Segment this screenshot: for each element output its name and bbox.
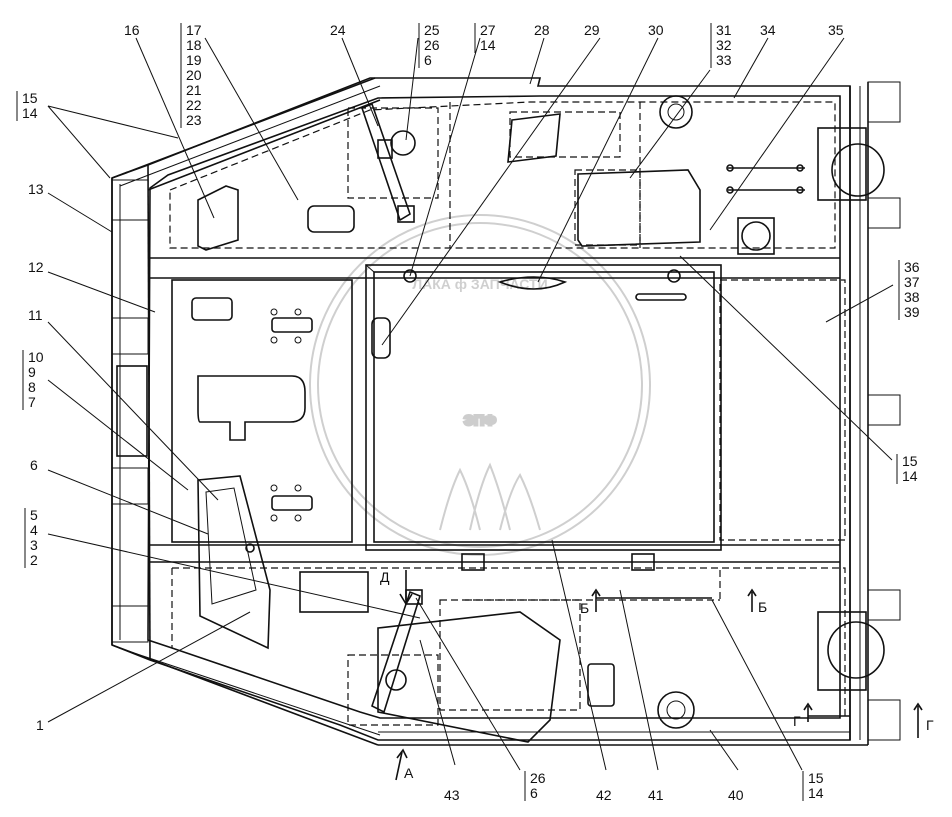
section-markers: [395, 570, 923, 781]
callout-number: 25: [424, 22, 440, 38]
callout-c11: 11: [28, 307, 43, 323]
section-letter-d: Д: [380, 569, 390, 585]
callout-c1: 1: [36, 717, 44, 733]
callout-number: 18: [186, 37, 202, 53]
callout-number: 33: [716, 52, 732, 68]
callout-number: 6: [30, 457, 38, 473]
callout-number: 15: [22, 90, 38, 106]
callout-c43: 43: [444, 787, 460, 803]
section-letters: А Д Б Б Г Г: [380, 569, 934, 781]
section-letter-a: А: [404, 765, 414, 781]
callout-c42: 42: [596, 787, 612, 803]
section-letter-b-left: Б: [580, 600, 589, 616]
callout-number: 26: [530, 770, 546, 786]
callout-number: 22: [186, 97, 202, 113]
callout-c40: 40: [728, 787, 744, 803]
callout-number: 36: [904, 259, 920, 275]
callout-number: 27: [480, 22, 496, 38]
callout-number: 14: [808, 785, 824, 801]
callout-number: 8: [28, 379, 36, 395]
callout-c16: 16: [124, 22, 140, 38]
callout-number: 17: [186, 22, 202, 38]
callout-number: 5: [30, 507, 38, 523]
callout-number: 6: [530, 785, 538, 801]
callout-number: 39: [904, 304, 920, 320]
callout-number: 34: [760, 22, 776, 38]
watermark: ЭПФ ЛАКА ф ЗАПЧАСТИ: [309, 214, 651, 556]
callout-number: 14: [22, 105, 38, 121]
callout-number: 14: [902, 468, 918, 484]
callout-number: 4: [30, 522, 38, 538]
callout-c24: 24: [330, 22, 346, 38]
leader-lines: [47, 37, 894, 771]
callout-c29: 29: [584, 22, 600, 38]
callout-number: 21: [186, 82, 202, 98]
callout-number: 14: [480, 37, 496, 53]
callout-c26b: 266: [524, 770, 546, 801]
callout-number: 43: [444, 787, 460, 803]
callout-number: 24: [330, 22, 346, 38]
callout-number: 32: [716, 37, 732, 53]
callout-number: 28: [534, 22, 550, 38]
callout-number: 15: [902, 453, 918, 469]
callout-number: 12: [28, 259, 44, 275]
callout-number: 20: [186, 67, 202, 83]
hidden-lines: [169, 101, 846, 726]
callout-c6a: 6: [30, 457, 38, 473]
callout-c28: 28: [534, 22, 550, 38]
callout-number: 29: [584, 22, 600, 38]
watermark-letters: ЭПФ: [464, 412, 496, 428]
callout-number: 16: [124, 22, 140, 38]
callout-number: 35: [828, 22, 844, 38]
section-letter-b-right: Б: [758, 599, 767, 615]
section-letter-g-left: Г: [793, 713, 801, 729]
callout-number: 38: [904, 289, 920, 305]
center-hatch: [365, 264, 722, 551]
lower-components: [197, 475, 695, 743]
callout-number: 42: [596, 787, 612, 803]
callout-number: 13: [28, 181, 44, 197]
callout-number: 37: [904, 274, 920, 290]
cabin-frame: [111, 77, 901, 746]
callout-number: 30: [648, 22, 664, 38]
callout-c12: 12: [28, 259, 44, 275]
callout-number: 19: [186, 52, 202, 68]
callout-c34: 34: [760, 22, 776, 38]
left-access-panel: [171, 279, 353, 543]
watermark-banner: ЛАКА ф ЗАПЧАСТИ: [412, 276, 547, 292]
callout-c35: 35: [828, 22, 844, 38]
callout-c13: 13: [28, 181, 44, 197]
callout-number: 40: [728, 787, 744, 803]
callout-number: 15: [808, 770, 824, 786]
callout-number: 6: [424, 52, 432, 68]
callout-number: 3: [30, 537, 38, 553]
callout-number: 9: [28, 364, 36, 380]
callout-c41: 41: [648, 787, 664, 803]
callout-number: 23: [186, 112, 202, 128]
callout-number: 11: [28, 307, 43, 323]
callout-number: 26: [424, 37, 440, 53]
callout-number: 2: [30, 552, 38, 568]
callout-c30: 30: [648, 22, 664, 38]
callout-number: 10: [28, 349, 44, 365]
callout-number: 1: [36, 717, 44, 733]
callout-number: 31: [716, 22, 732, 38]
callout-number: 41: [648, 787, 664, 803]
section-letter-g-right: Г: [926, 717, 934, 733]
upper-components: [197, 95, 885, 691]
callout-number: 7: [28, 394, 36, 410]
